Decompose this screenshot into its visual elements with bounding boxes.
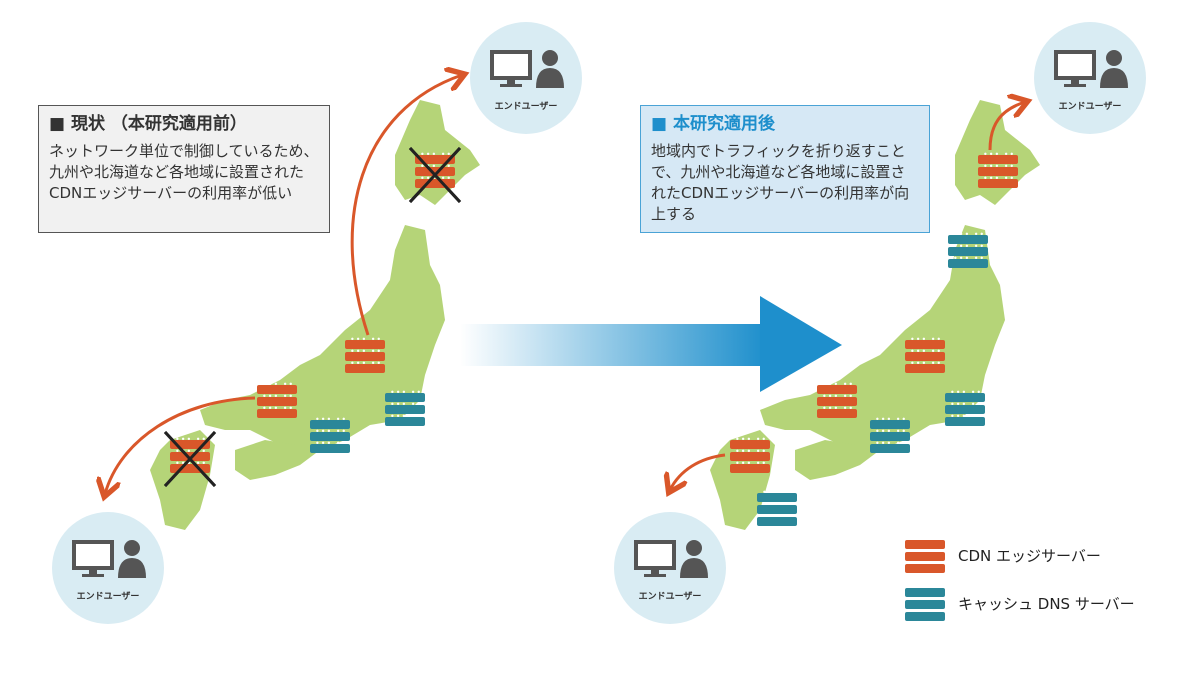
cdn-edge-server-icon [978, 150, 1018, 191]
cdn-edge-server-icon [817, 380, 857, 421]
before-title: ■ 現状 （本研究適用前） [49, 114, 247, 134]
cdn-edge-server-icon [730, 435, 770, 476]
legend-dns-label: キャッシュ DNS サーバー [958, 595, 1135, 613]
cache-dns-server-icon [945, 388, 985, 429]
cache-dns-server-icon [870, 415, 910, 456]
cache-dns-server-icon [385, 388, 425, 429]
cache-dns-server-icon [948, 230, 988, 271]
end-user-label: エンドユーザー [1058, 102, 1122, 112]
cache-dns-server-icon [310, 415, 350, 456]
route-arrow-hokkaido-after [988, 102, 1025, 151]
computer-user-icon [634, 540, 708, 578]
cdn-edge-server-icon [905, 535, 945, 576]
end-user-label: エンドユーザー [638, 592, 702, 602]
cache-dns-server-icon [905, 583, 945, 624]
after-description-box: ■ 本研究適用後 地域内でトラフィックを折り返すことで、九州や北海道など各地域に… [640, 105, 930, 233]
cdn-edge-server-icon [415, 150, 455, 191]
end-user-circle: エンドユーザー [52, 512, 164, 624]
cache-dns-server-icon [757, 488, 797, 529]
route-arrow-kyushu-before [105, 396, 256, 494]
before-description-box: ■ 現状 （本研究適用前） ネットワーク単位で制御しているため、九州や北海道など… [38, 105, 330, 233]
before-body: ネットワーク単位で制御しているため、九州や北海道など各地域に設置されたCDNエッ… [49, 142, 319, 202]
computer-user-icon [1054, 50, 1128, 88]
cdn-edge-server-icon [905, 335, 945, 376]
cdn-edge-server-icon [257, 380, 297, 421]
transition-arrow [460, 296, 842, 392]
end-user-label: エンドユーザー [76, 592, 140, 602]
after-body: 地域内でトラフィックを折り返すことで、九州や北海道など各地域に設置されたCDNエ… [651, 142, 910, 223]
cdn-edge-server-icon [345, 335, 385, 376]
end-user-circle: エンドユーザー [614, 512, 726, 624]
after-title: ■ 本研究適用後 [651, 114, 775, 134]
computer-user-icon [490, 50, 564, 88]
end-user-circle: エンドユーザー [470, 22, 582, 134]
end-user-circle: エンドユーザー [1034, 22, 1146, 134]
legend-cdn-label: CDN エッジサーバー [958, 547, 1101, 565]
route-arrow-kyushu-after [670, 453, 726, 490]
computer-user-icon [72, 540, 146, 578]
cdn-edge-server-icon [170, 435, 210, 476]
end-user-label: エンドユーザー [494, 102, 558, 112]
route-arrow-hokkaido-before [350, 75, 462, 336]
